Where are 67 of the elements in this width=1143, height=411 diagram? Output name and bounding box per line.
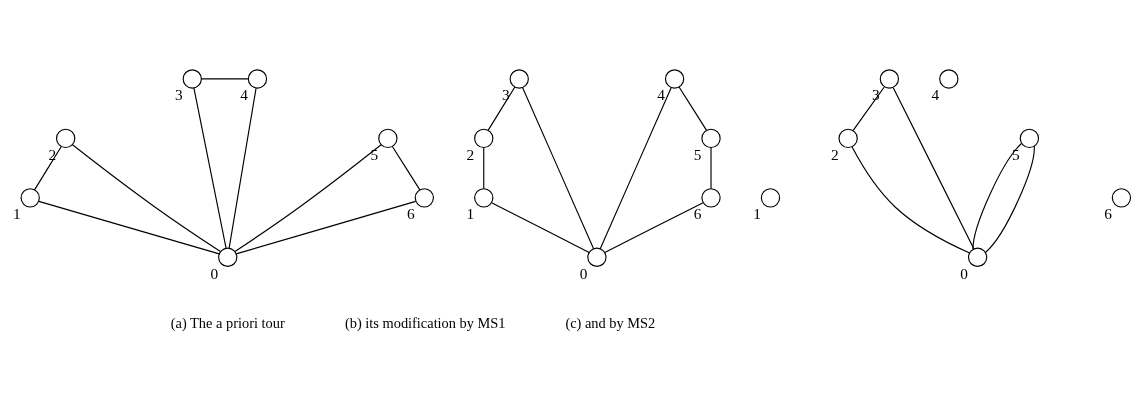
label: (b) its modification by MS1: [345, 314, 506, 331]
node-label: 5: [370, 145, 379, 163]
connector: [71, 143, 221, 252]
connector: [483, 146, 485, 189]
connector: [491, 201, 590, 253]
node-label: 4: [240, 85, 248, 103]
node-label: 4: [657, 85, 665, 103]
node-circle: [20, 187, 40, 208]
connector: [193, 86, 227, 249]
connector: [599, 86, 672, 249]
node-label: 0: [210, 264, 219, 282]
node-circle: [474, 187, 494, 208]
connector: [984, 145, 1035, 253]
node-circle: [701, 187, 721, 208]
node-circle: [378, 128, 398, 148]
connector: [710, 146, 712, 189]
label: (a) The a priori tour: [170, 314, 285, 331]
connector: [604, 201, 704, 253]
node-label: 1: [12, 204, 21, 222]
connector: [851, 145, 971, 254]
connector: [487, 85, 516, 131]
node-label: 3: [174, 85, 183, 103]
node-label: 2: [48, 145, 57, 163]
node-label: 3: [872, 85, 880, 103]
connector: [228, 87, 257, 248]
node-circle: [760, 187, 781, 208]
node-circle: [1111, 187, 1132, 208]
connector: [33, 145, 62, 190]
node-circle: [56, 128, 76, 148]
node-circle: [1019, 128, 1040, 148]
label: (c) and by MS2: [565, 314, 656, 331]
node-circle: [218, 247, 238, 267]
node-circle: [664, 68, 685, 89]
connector: [678, 85, 708, 131]
node-label: 2: [830, 145, 839, 163]
node-label: 4: [931, 85, 940, 103]
node-circle: [939, 68, 959, 89]
connector: [972, 142, 1023, 250]
node-circle: [838, 128, 858, 148]
connector: [38, 200, 220, 254]
node-label: 0: [579, 264, 588, 282]
node-circle: [414, 187, 434, 208]
node-circle: [967, 247, 988, 267]
node-circle: [509, 68, 529, 89]
connector: [200, 77, 249, 80]
node-circle: [247, 68, 268, 89]
node-circle: [182, 68, 202, 89]
connector: [522, 86, 595, 249]
node-circle: [587, 247, 607, 267]
node-label: 6: [693, 204, 702, 222]
node-label: 6: [407, 204, 415, 222]
connector: [391, 145, 421, 190]
connector: [235, 200, 417, 254]
node-label: 5: [1012, 145, 1020, 163]
node-circle: [474, 128, 494, 148]
connector: [852, 85, 885, 131]
node-label: 1: [466, 204, 475, 222]
node-label: 5: [693, 145, 702, 163]
connector: [892, 86, 975, 249]
connector: [234, 143, 382, 252]
node-label: 2: [466, 145, 475, 163]
node-label: 3: [501, 85, 510, 103]
node-label: 6: [1104, 204, 1112, 222]
node-circle: [879, 68, 900, 89]
node-circle: [701, 128, 721, 148]
node-label: 1: [753, 204, 761, 222]
node-label: 0: [960, 264, 969, 282]
